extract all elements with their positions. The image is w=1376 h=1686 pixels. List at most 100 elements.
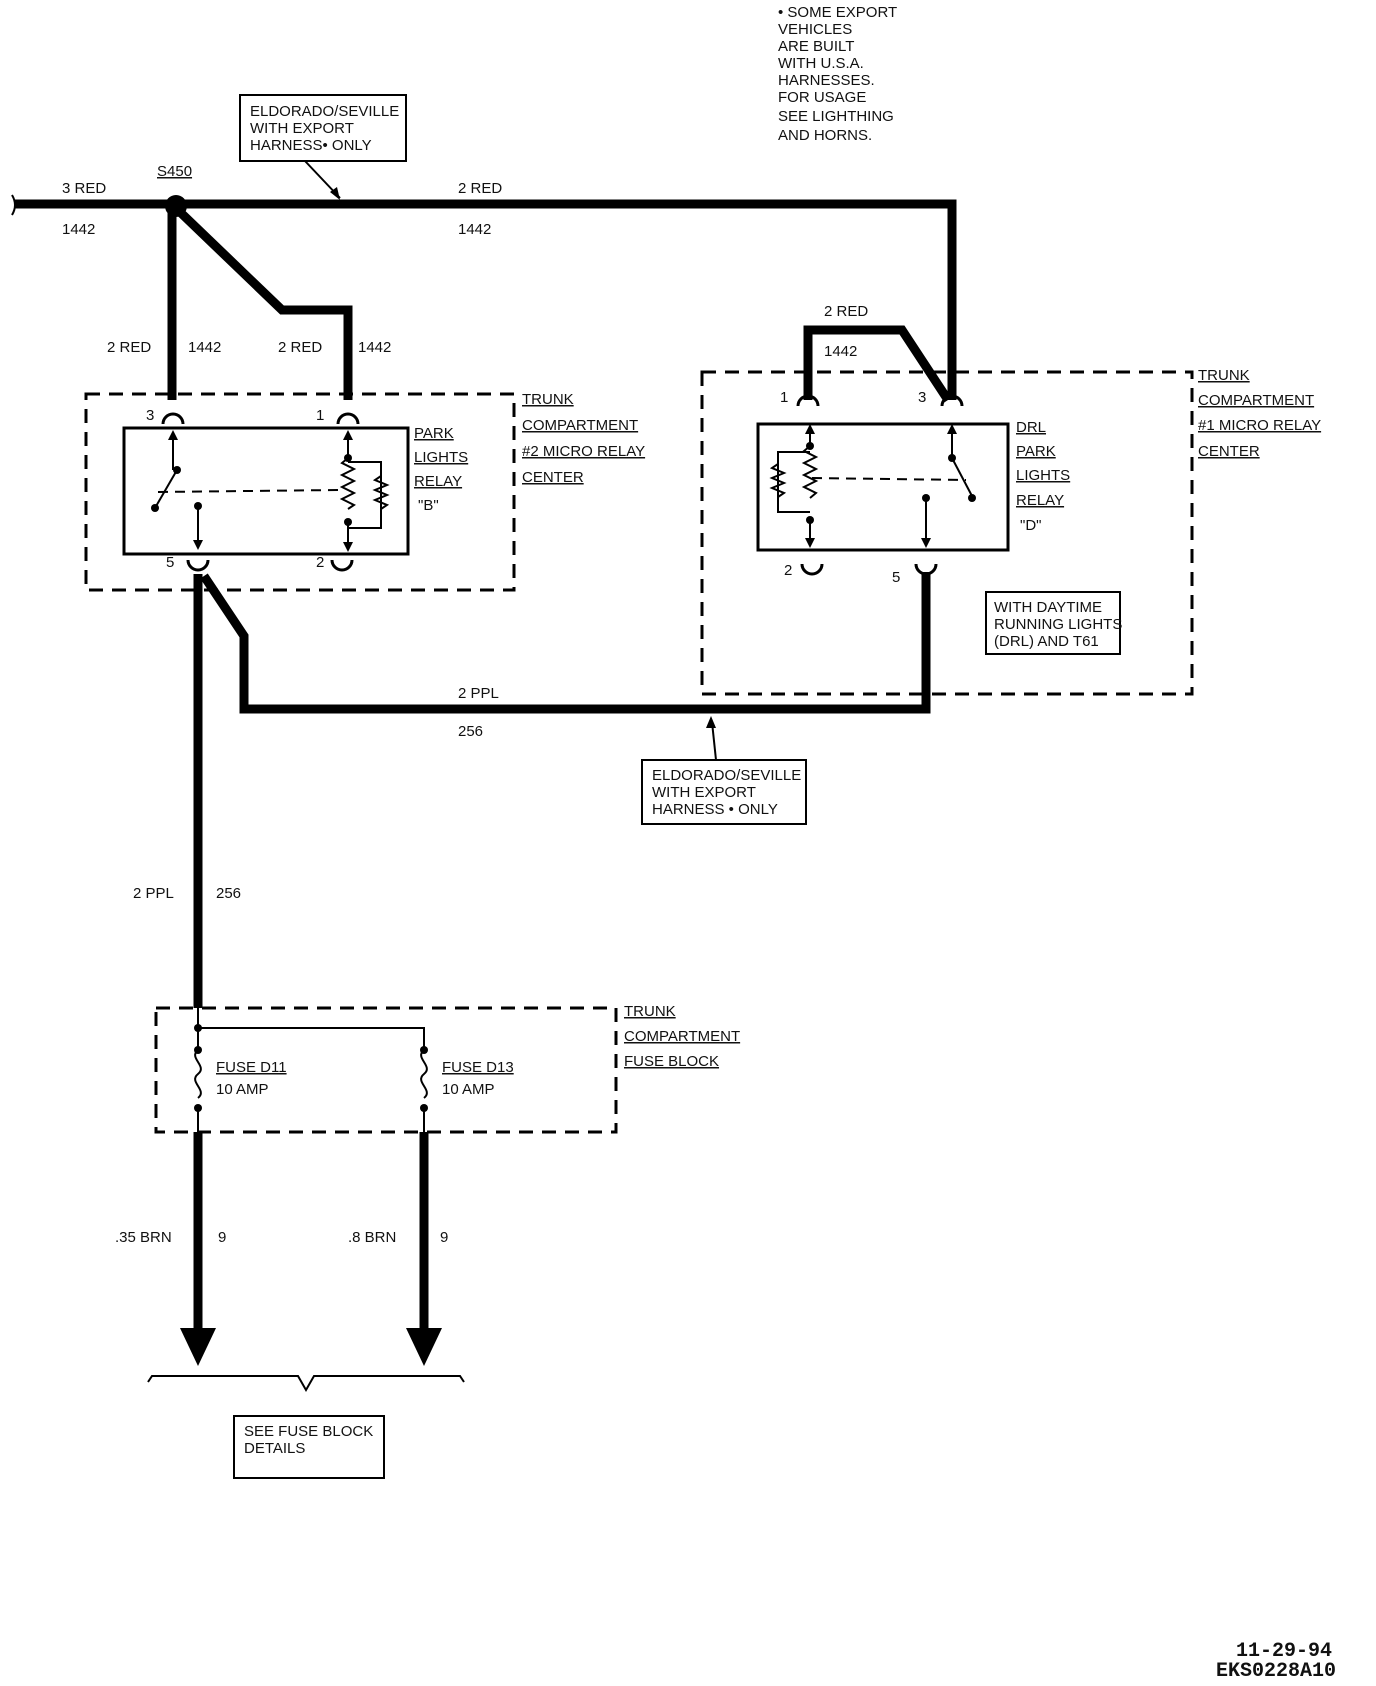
- callout-box: [641, 759, 807, 825]
- location-label: CENTER: [1198, 443, 1260, 460]
- micro-relay-center-2-outline: [84, 392, 516, 592]
- pin-label: 3: [918, 389, 926, 406]
- drl-park-lights-relay-d: 1 3 2 5 DRL PARK LIGHTS RELAY "D" TRUNK …: [700, 367, 1321, 696]
- pin-label: 2: [316, 554, 324, 571]
- terminal: [161, 412, 185, 425]
- wire-top-2-red: 2 RED 1442: [176, 180, 957, 400]
- wire-path: [200, 572, 931, 714]
- wire-circuit-label: 256: [458, 723, 483, 740]
- pin-label: 5: [166, 554, 174, 571]
- arrowhead: [805, 424, 815, 434]
- arrowhead: [921, 538, 931, 548]
- wire-circuit-label: 1442: [824, 343, 857, 360]
- location-label: TRUNK: [1198, 367, 1250, 384]
- relay-name: "D": [1020, 517, 1041, 534]
- wire-circuit-label: 1442: [358, 339, 391, 356]
- wire-circuit-label: 9: [440, 1229, 448, 1246]
- location-label: COMPARTMENT: [624, 1028, 740, 1045]
- arrowhead: [947, 424, 957, 434]
- export-note-line: WITH U.S.A.: [778, 55, 864, 72]
- location-label: TRUNK: [522, 391, 574, 408]
- arrowhead: [805, 538, 815, 548]
- relay-d-body: [756, 422, 1010, 552]
- fuse-block-outline: [154, 1006, 618, 1134]
- drawing-date: 11-29-94: [1236, 1640, 1332, 1663]
- wire-color-label: 2 PPL: [133, 885, 174, 902]
- wire-color-label: 2 PPL: [458, 685, 499, 702]
- wire-relay-b-pin1: 2 RED 1442: [176, 208, 391, 400]
- location-label: CENTER: [522, 469, 584, 486]
- callout-box: [239, 94, 407, 162]
- micro-relay-center-1-outline: [700, 370, 1194, 696]
- mechanical-link: [811, 477, 967, 481]
- terminal: [336, 412, 360, 425]
- switch-blade: [154, 469, 178, 509]
- resistor-icon: [769, 463, 787, 498]
- callout-line: WITH EXPORT: [652, 784, 756, 801]
- mechanical-link: [157, 489, 339, 493]
- wire-circuit-label: 1442: [458, 221, 491, 238]
- relay-name: DRL: [1016, 419, 1046, 436]
- arrowhead: [168, 430, 178, 440]
- wire-circuit-label: 1442: [62, 221, 95, 238]
- drl-option-line: RUNNING LIGHTS: [994, 616, 1122, 633]
- export-note-line: ARE BUILT: [778, 38, 854, 55]
- export-note-line: • SOME EXPORT: [778, 4, 897, 21]
- terminal: [796, 394, 820, 407]
- wire-color-label: 2 RED: [458, 180, 502, 197]
- fuse-details-line: SEE FUSE BLOCK: [244, 1423, 373, 1440]
- export-note-line: FOR USAGE: [778, 89, 866, 106]
- wire-circuit-label: 256: [216, 885, 241, 902]
- export-note-line: HARNESSES.: [778, 72, 875, 89]
- fuse-rating: 10 AMP: [216, 1081, 269, 1098]
- wire-path: [803, 325, 952, 403]
- relay-name: LIGHTS: [1016, 467, 1070, 484]
- incoming-wire: 3 RED 1442: [11, 180, 176, 238]
- location-label: COMPARTMENT: [522, 417, 638, 434]
- resistor-icon: [372, 475, 390, 510]
- callout-arrowhead: [330, 187, 340, 200]
- relay-name: PARK: [414, 425, 454, 442]
- wire-2-ppl-horizontal: 2 PPL 256: [200, 572, 931, 740]
- wire-path: [176, 208, 353, 400]
- arrow-down-icon: [180, 1328, 216, 1366]
- fuse-icon: [194, 1049, 202, 1099]
- wire-circuit-label: 9: [218, 1229, 226, 1246]
- park-lights-relay-b: 3 1 5 2 PARK LIGHTS RELAY "B" TRUNK COMP…: [84, 391, 645, 592]
- fuse-details-reference: SEE FUSE BLOCK DETAILS: [147, 1375, 465, 1479]
- relay-name: RELAY: [1016, 492, 1064, 509]
- drawing-footer: 11-29-94 EKS0228A10: [1216, 1640, 1336, 1683]
- callout-line: WITH EXPORT: [250, 120, 354, 137]
- relay-name: "B": [418, 497, 439, 514]
- fuse-details-line: DETAILS: [244, 1440, 305, 1457]
- fuse-rating: 10 AMP: [442, 1081, 495, 1098]
- switch-blade: [951, 457, 973, 497]
- splice-label: S450: [157, 163, 192, 180]
- splice-s450: S450: [157, 163, 192, 217]
- output-wire-d13: .8 BRN 9: [348, 1132, 448, 1366]
- terminal: [330, 559, 354, 572]
- resistor-bypass: [348, 461, 382, 529]
- location-label: #1 MICRO RELAY: [1198, 417, 1321, 434]
- location-label: COMPARTMENT: [1198, 392, 1314, 409]
- relay-b-body: [122, 426, 410, 556]
- drl-option-line: WITH DAYTIME: [994, 599, 1102, 616]
- callout-leader: [711, 721, 717, 761]
- pin-label: 1: [780, 389, 788, 406]
- relay-name: PARK: [1016, 443, 1056, 460]
- terminal: [940, 394, 964, 407]
- wire-2-ppl-vertical: 2 PPL 256: [133, 574, 241, 1008]
- coil-icon: [801, 445, 819, 499]
- export-harness-callout-mid: ELDORADO/SEVILLE WITH EXPORT HARNESS • O…: [641, 716, 807, 825]
- fuse-details-box: [233, 1415, 385, 1479]
- pin-label: 5: [892, 569, 900, 586]
- relay-name: RELAY: [414, 473, 462, 490]
- export-note-line: SEE LIGHTHING: [778, 108, 894, 125]
- export-note-line: AND HORNS.: [778, 127, 872, 144]
- trunk-fuse-block: FUSE D11 10 AMP FUSE D13 10 AMP TRUNK CO…: [154, 1003, 740, 1134]
- wire-path: [176, 199, 957, 400]
- drawing-code: EKS0228A10: [1216, 1660, 1336, 1683]
- wire-color-label: 3 RED: [62, 180, 106, 197]
- location-label: FUSE BLOCK: [624, 1053, 719, 1070]
